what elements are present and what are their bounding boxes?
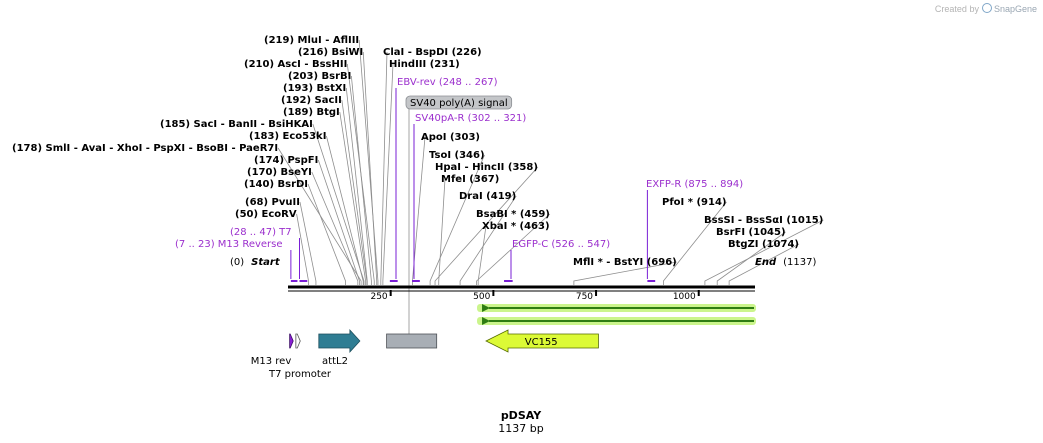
site-label-tsoi: TsoI (346): [429, 150, 485, 161]
site-label-hpai: HpaI - HincII (358): [435, 162, 538, 173]
m13-rev-arrow: [289, 333, 294, 349]
attl2-arrow: [318, 328, 361, 354]
site-label-drai: DraI (419): [459, 191, 516, 202]
leader-line-pfoi: [663, 201, 727, 285]
end-name: End: [755, 257, 777, 268]
leader-line-drai: [459, 195, 517, 285]
leader-line-bsiwi: [362, 51, 378, 285]
site-label-eco53ki: (183) Eco53kI: [249, 131, 326, 142]
leader-line-saci: [312, 123, 365, 285]
orf-tracks: [477, 304, 756, 325]
leader-line-bsabi: [476, 213, 551, 285]
site-label-bsrdi: (140) BsrDI: [244, 179, 308, 190]
start-label: (0) Start: [230, 257, 281, 268]
leader-line-pvuii: [299, 201, 317, 285]
leader-line-bsrbi: [350, 75, 372, 285]
leader-line-bsrdi: [307, 183, 346, 285]
leader-line-hindiii: [382, 63, 394, 285]
sv40-polya-box: [386, 333, 438, 349]
leader-line-mfei: [438, 178, 446, 285]
end-label: End (1137): [755, 257, 816, 268]
site-label-mfli: MflI * - BstYI (696): [573, 257, 677, 268]
position-ruler: 250 500 750 1000: [370, 290, 700, 302]
site-label-pspfi: (174) PspFI: [254, 155, 318, 166]
site-label-smli: (178) SmlI - AvaI - XhoI - PspXI - BsoBI…: [12, 143, 278, 154]
leader-line-sacii: [341, 99, 368, 285]
leader-line-bsrfi: [716, 231, 786, 285]
feature-track: M13 rev T7 promoter attL2 VC155: [251, 328, 599, 380]
sv40-polya-pill: [405, 95, 513, 110]
site-label-bsrbi: (203) BsrBI: [288, 71, 351, 82]
site-label-pfoi: PfoI * (914): [662, 197, 726, 208]
vc155-label: VC155: [525, 337, 558, 348]
site-label-btgzi: BtgZI (1074): [728, 239, 799, 250]
leader-line-clai: [380, 51, 388, 285]
leader-line-mlui: [358, 39, 379, 285]
site-label-xbai: XbaI * (463): [482, 221, 550, 232]
site-label-asci: (210) AscI - BssHII: [244, 59, 347, 70]
leader-line-ecorv: [296, 213, 309, 285]
ruler-tick-label: 1000: [673, 292, 696, 302]
attl2-label: attL2: [322, 356, 348, 367]
primer-label-exfp-r: EXFP-R (875 .. 894): [646, 179, 743, 190]
site-label-saci: (185) SacI - BanII - BsiHKAI: [160, 119, 313, 130]
leader-line-smli: [277, 147, 362, 285]
site-label-bstxi: (193) BstXI: [283, 83, 346, 94]
primer-marks: [290, 88, 656, 282]
site-label-mfei: MfeI (367): [441, 174, 499, 185]
leader-line-tsoi: [429, 154, 485, 285]
t7-promoter-arrow: [295, 333, 301, 349]
watermark-prefix: Created by: [934, 4, 979, 14]
site-label-hindiii: HindIII (231): [389, 59, 460, 70]
primer-label-m13-reverse: (7 .. 23) M13 Reverse: [175, 239, 283, 250]
site-label-bsrfi: BsrFI (1045): [716, 227, 786, 238]
t7-promoter-label: T7 promoter: [268, 369, 332, 380]
start-name: Start: [251, 257, 281, 268]
ruler-tick-label: 750: [576, 292, 593, 302]
map-title-block: pDSAY 1137 bp: [498, 409, 543, 435]
site-label-bsssi: BssSI - BssSαI (1015): [704, 215, 823, 226]
snapgene-logo-icon: [981, 3, 992, 13]
site-label-bsabi: BsaBI * (459): [476, 209, 550, 220]
ruler-tick-label: 500: [473, 292, 490, 302]
leader-line-bstxi: [345, 87, 368, 285]
site-label-bseyi: (170) BseYI: [247, 167, 312, 178]
leader-line-btgi: [339, 111, 367, 285]
leader-line-mfli: [573, 261, 677, 285]
ruler-tick-label: 250: [370, 292, 387, 302]
leader-line-pspfi: [317, 159, 360, 285]
leader-line-bseyi: [311, 171, 359, 285]
snapgene-watermark: Created by SnapGene: [935, 3, 1037, 14]
primer-label-egfp-c: EGFP-C (526 .. 547): [512, 239, 610, 250]
primer-label-t7: (28 .. 47) T7: [230, 227, 292, 238]
leader-line-asci: [346, 63, 375, 285]
leader-line-eco53ki: [326, 135, 364, 285]
leader-line-hpai: [434, 166, 539, 285]
site-label-sacii: (192) SacII: [281, 95, 342, 106]
leader-line-xbai: [477, 225, 487, 285]
primer-label-ebv-rev: EBV-rev (248 .. 267): [397, 77, 498, 88]
site-label-clai: ClaI - BspDI (226): [383, 47, 482, 58]
site-label-pvuii: (68) PvuII: [245, 197, 300, 208]
leader-line-bsssi: [704, 219, 824, 285]
vc155-arrow: [485, 329, 599, 353]
leader-line-btgzi: [728, 243, 800, 285]
site-labels: (219) MluI - AflIII(216) BsiWI ClaI - Bsp…: [12, 35, 823, 268]
site-label-bsiwi: (216) BsiWI: [298, 47, 363, 58]
primer-label-sv40pa-r: SV40pA-R (302 .. 321): [415, 113, 526, 124]
dna-backbone: [288, 285, 755, 292]
plasmid-name: pDSAY: [501, 409, 542, 422]
site-label-btgi: (189) BtgI: [283, 107, 340, 118]
plasmid-length: 1137 bp: [498, 422, 543, 435]
start-position: (0): [230, 257, 244, 268]
site-label-apoi: ApoI (303): [421, 132, 480, 143]
end-position: (1137): [783, 257, 816, 268]
site-label-ecorv: (50) EcoRV: [235, 209, 297, 220]
site-label-mlui: (219) MluI - AflIII: [264, 35, 359, 46]
m13-rev-label: M13 rev: [251, 356, 292, 367]
sv40-polya-pill-label: SV40 poly(A) signal: [410, 98, 508, 109]
watermark-brand: SnapGene: [993, 4, 1037, 14]
